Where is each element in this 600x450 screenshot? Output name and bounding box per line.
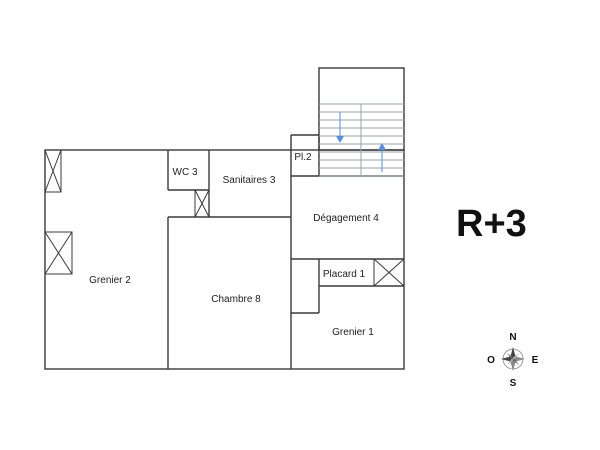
vent-shaft bbox=[44, 231, 73, 275]
compass-east: E bbox=[532, 355, 539, 366]
room-label-wc-3: WC 3 bbox=[173, 167, 198, 178]
vent-shaft bbox=[373, 258, 405, 287]
room-label-grenier-2: Grenier 2 bbox=[89, 275, 131, 286]
arrow-up-icon bbox=[378, 143, 386, 150]
compass-west: O bbox=[487, 355, 495, 366]
vent-shaft bbox=[44, 149, 62, 193]
room-label-sanitaires-3: Sanitaires 3 bbox=[223, 175, 276, 186]
compass-icon bbox=[501, 347, 525, 371]
arrow-down-icon bbox=[336, 136, 344, 143]
room-label-pl-2: Pl.2 bbox=[294, 152, 312, 163]
room-label-placard-1: Placard 1 bbox=[323, 269, 366, 280]
stair-arrows bbox=[336, 112, 386, 172]
room-label-chambre-8: Chambre 8 bbox=[211, 294, 261, 305]
compass-north: N bbox=[509, 332, 516, 343]
compass-south: S bbox=[510, 378, 517, 389]
level-label: R+3 bbox=[456, 203, 527, 245]
room-label-grenier-1: Grenier 1 bbox=[332, 327, 374, 338]
vent-shaft bbox=[194, 189, 210, 218]
room-label-degagement-4: Dégagement 4 bbox=[313, 213, 379, 224]
staircase bbox=[319, 103, 404, 177]
